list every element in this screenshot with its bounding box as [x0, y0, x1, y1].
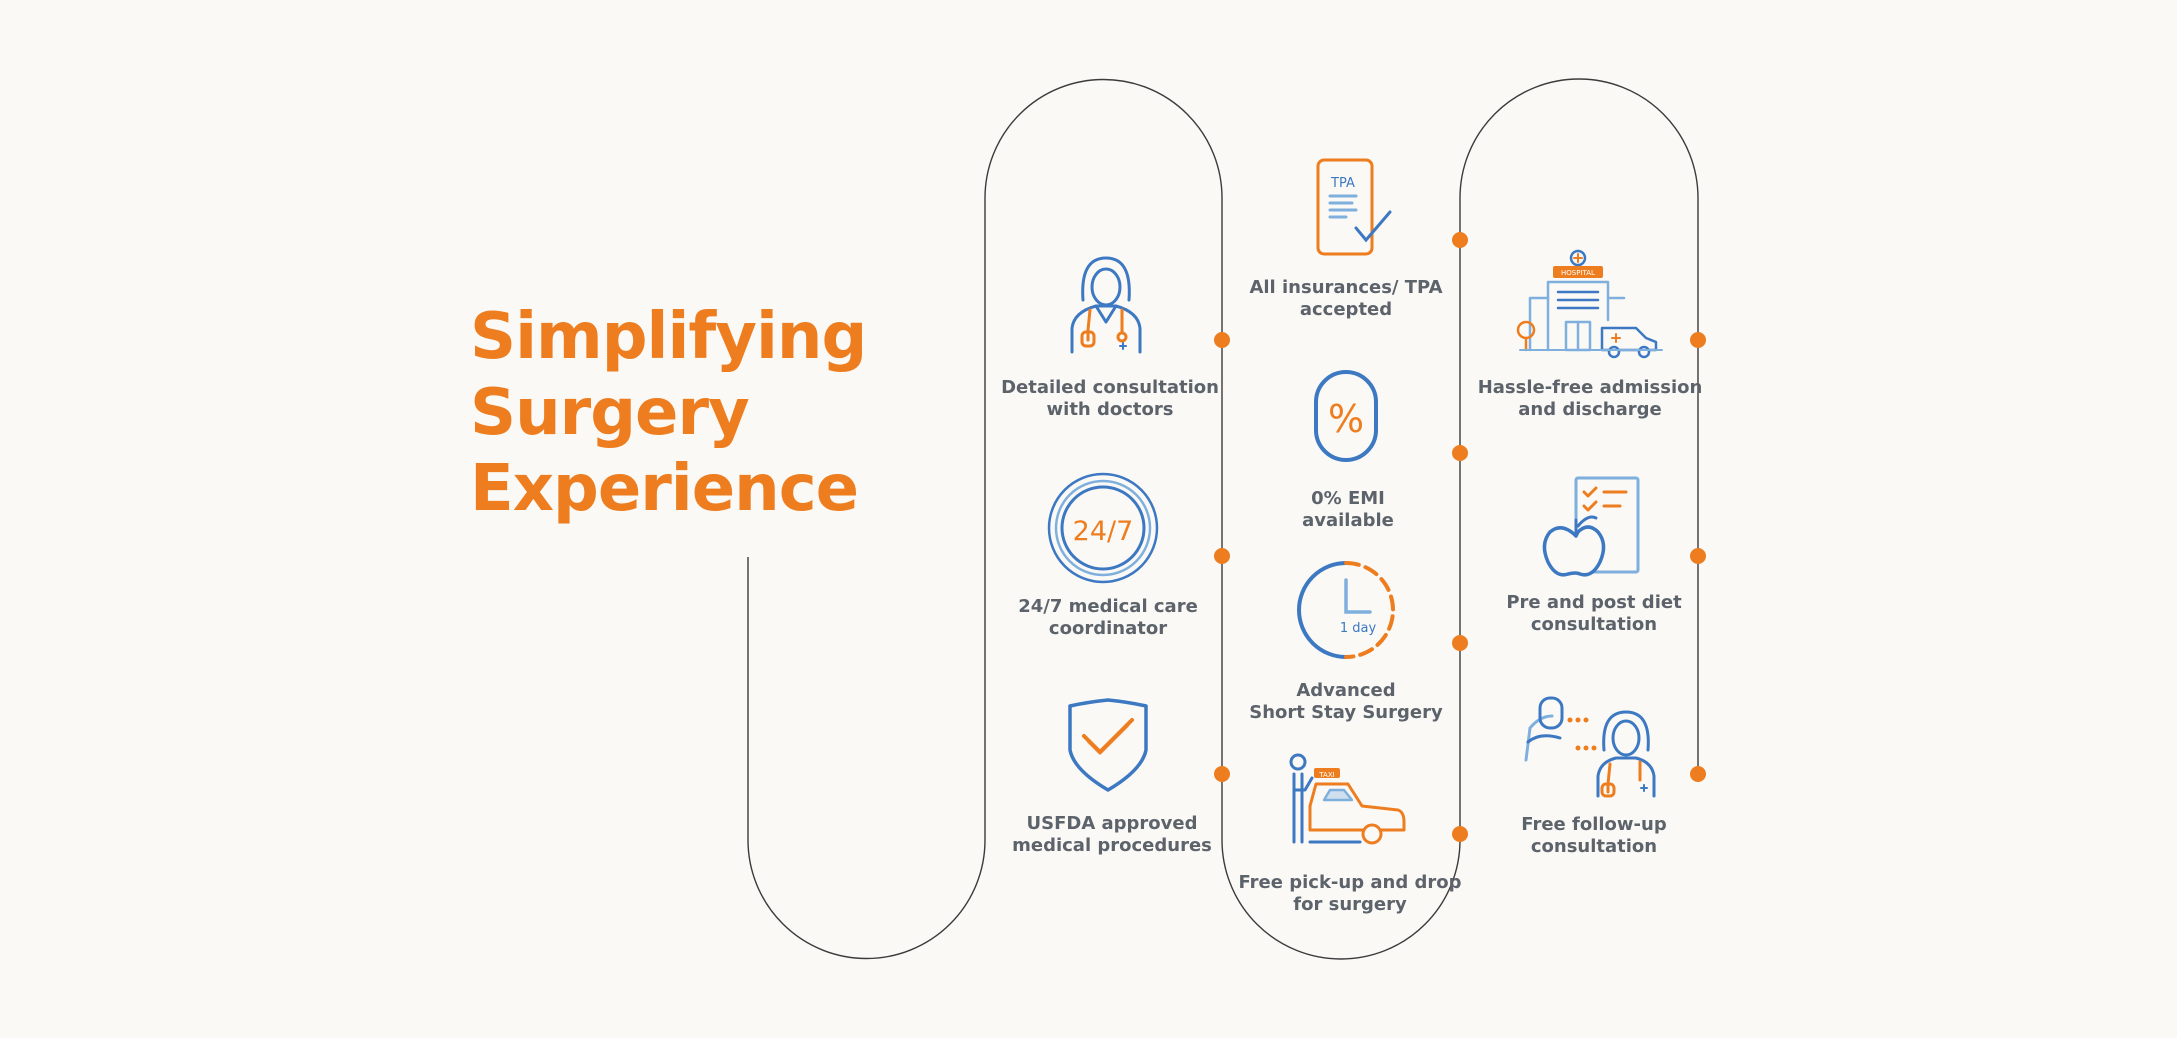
connector-dot: [1690, 766, 1706, 782]
doctor-icon: [1070, 256, 1142, 354]
connector-dot: [1452, 826, 1468, 842]
taxi-icon: TAXI: [1289, 753, 1406, 845]
connector-dot: [1690, 332, 1706, 348]
clock-24-7-icon: 24/7: [1047, 472, 1159, 584]
connector-dot: [1452, 445, 1468, 461]
connector-dot: [1452, 232, 1468, 248]
title-line-2: Surgery: [470, 376, 750, 450]
icon-text-1-day: 1 day: [1340, 621, 1377, 636]
one-day-clock-icon: 1 day: [1297, 561, 1395, 659]
shield-check-icon: [1068, 698, 1148, 792]
icon-text-taxi: TAXI: [1318, 771, 1334, 779]
connector-dot: [1690, 548, 1706, 564]
connector-dot: [1214, 766, 1230, 782]
title-line-3: Experience: [470, 452, 859, 526]
connector-dot: [1214, 548, 1230, 564]
title-line-1: Simplifying: [470, 300, 867, 374]
connector-dot: [1452, 635, 1468, 651]
path-line: [747, 78, 1699, 960]
icon-text-24-7: 24/7: [1073, 516, 1134, 547]
hospital-icon: HOSPITAL: [1516, 249, 1663, 359]
tpa-document-icon: TPA: [1316, 158, 1392, 256]
connector-dot: [1214, 332, 1230, 348]
icon-text-percent: %: [1328, 397, 1364, 441]
follow-up-icon: [1524, 696, 1656, 798]
icon-text-tpa: TPA: [1330, 176, 1355, 191]
diet-checklist-icon: [1542, 476, 1640, 577]
icon-text-hospital: HOSPITAL: [1561, 269, 1595, 277]
percent-icon: %: [1314, 370, 1378, 462]
